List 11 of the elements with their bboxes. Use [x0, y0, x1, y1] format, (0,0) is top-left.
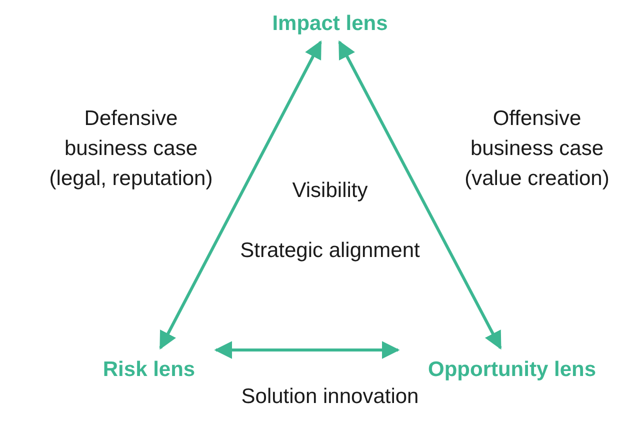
double-arrow: [214, 341, 400, 359]
edge-label: Solution innovation: [240, 384, 420, 410]
center-note: Visibility: [291, 178, 369, 204]
edge-label: Defensive business case (legal, reputation): [48, 106, 214, 192]
lens-label: Opportunity lens: [398, 354, 626, 386]
double-arrow: [338, 40, 502, 350]
double-arrow: [159, 40, 322, 350]
lens-label: Risk lens: [82, 354, 216, 386]
lens-label: Impact lens: [250, 8, 410, 40]
edge-label: Offensive business case (value creation): [464, 106, 610, 192]
center-note: Strategic alignment: [239, 238, 421, 264]
